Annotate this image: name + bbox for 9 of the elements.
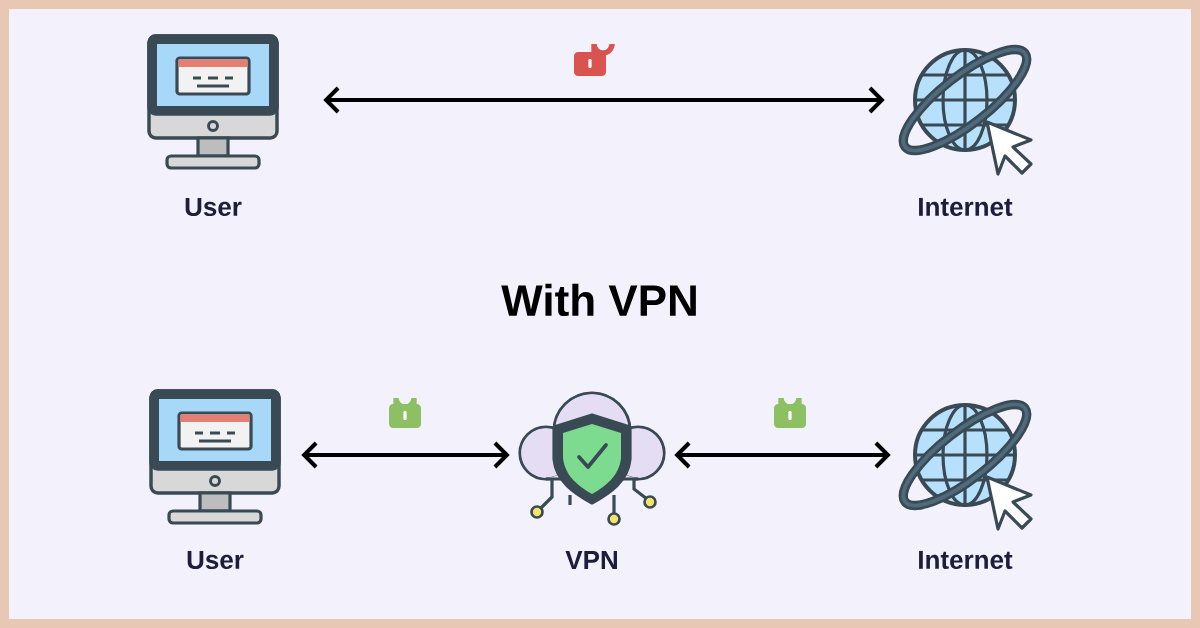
double-arrow [323, 86, 885, 114]
title: With VPN [501, 283, 696, 317]
node-label: User [185, 197, 242, 217]
double-arrow [674, 441, 891, 469]
double-arrow [301, 441, 510, 469]
node-label: Internet [919, 197, 1013, 217]
node-label: Internet [919, 550, 1013, 570]
node-label: User [187, 550, 244, 570]
node-label: VPN [565, 551, 617, 569]
